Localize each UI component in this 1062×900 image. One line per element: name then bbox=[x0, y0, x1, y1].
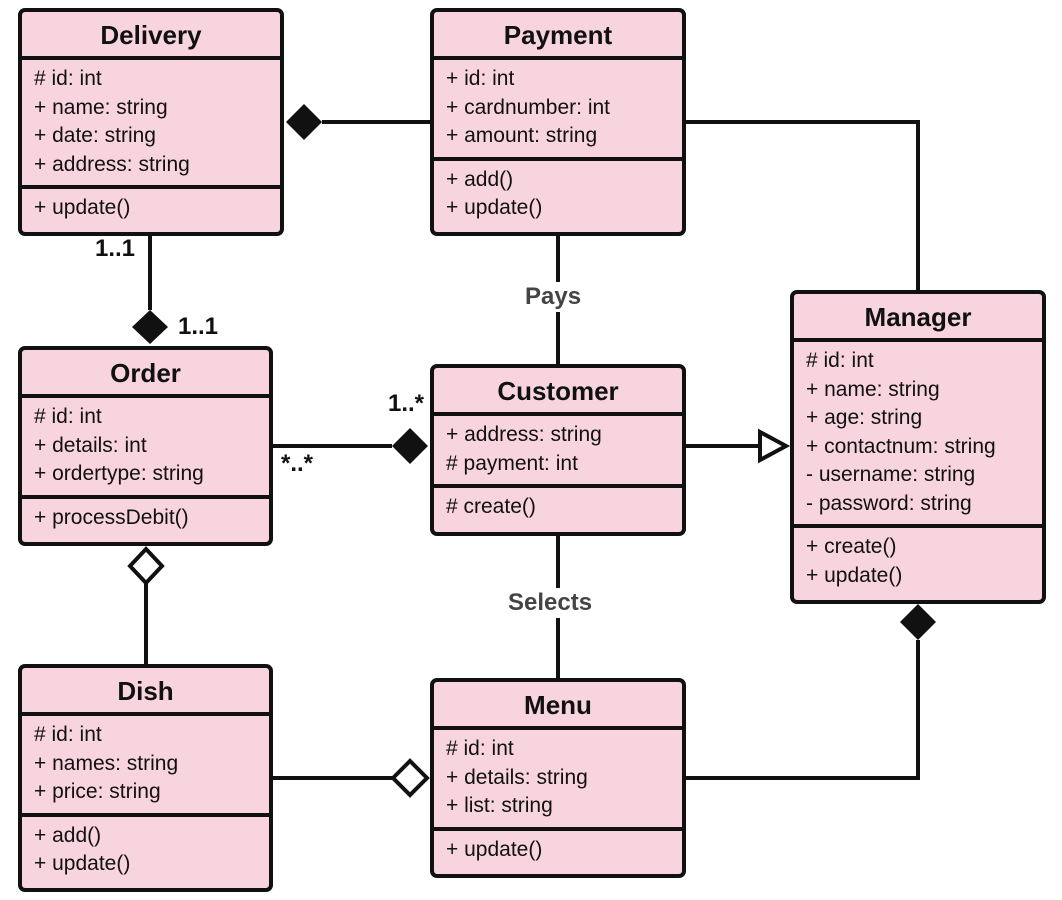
operation: + create() bbox=[806, 535, 897, 558]
composition-diamond-delivery bbox=[286, 104, 322, 140]
composition-diamond-order bbox=[132, 310, 168, 344]
class-name: Payment bbox=[434, 12, 682, 60]
class-name: Menu bbox=[434, 682, 682, 730]
operation: + update() bbox=[806, 563, 903, 587]
composition-diamond-manager bbox=[900, 604, 936, 640]
operation: + add() bbox=[446, 167, 514, 191]
attribute: + cardnumber: int bbox=[446, 95, 611, 119]
operation: + update() bbox=[34, 852, 131, 875]
class-menu[interactable]: Menu # id: int + details: string + list:… bbox=[430, 678, 686, 878]
attribute: + price: string bbox=[34, 780, 161, 803]
attribute: + date: string bbox=[34, 124, 156, 147]
operation: + update() bbox=[446, 196, 543, 219]
class-payment[interactable]: Payment + id: int + cardnumber: int + am… bbox=[430, 8, 686, 236]
attribute: # id: int bbox=[34, 723, 102, 746]
attribute: + amount: string bbox=[446, 124, 598, 147]
operations-compartment: + update() bbox=[22, 189, 280, 229]
class-order[interactable]: Order # id: int + details: int + orderty… bbox=[18, 346, 273, 546]
attributes-compartment: # id: int + name: string + age: string +… bbox=[794, 342, 1042, 528]
operations-compartment: + create() + update() bbox=[794, 528, 1042, 596]
operations-compartment: + add() + update() bbox=[22, 817, 269, 885]
attribute: - username: string bbox=[806, 463, 976, 486]
association-label-pays: Pays bbox=[525, 283, 582, 310]
attribute: # id: int bbox=[34, 405, 102, 428]
attribute: + details: string bbox=[446, 765, 588, 789]
multiplicity-customer: 1..* bbox=[388, 390, 425, 417]
association-label-selects: Selects bbox=[508, 589, 593, 616]
attribute: + details: int bbox=[34, 433, 147, 457]
class-delivery[interactable]: Delivery # id: int + name: string + date… bbox=[18, 8, 284, 236]
attribute: # id: int bbox=[806, 349, 874, 372]
class-name: Customer bbox=[434, 368, 682, 416]
attributes-compartment: # id: int + name: string + date: string … bbox=[22, 60, 280, 189]
operation: + processDebit() bbox=[34, 505, 189, 529]
attribute: + list: string bbox=[446, 794, 553, 817]
operation: # create() bbox=[446, 495, 536, 518]
attributes-compartment: # id: int + details: int + ordertype: st… bbox=[22, 398, 269, 499]
attribute: # id: int bbox=[34, 67, 102, 90]
operations-compartment: + update() bbox=[434, 831, 682, 871]
operation: + add() bbox=[34, 823, 102, 847]
menu-manager-line bbox=[686, 640, 920, 780]
class-customer[interactable]: Customer + address: string # payment: in… bbox=[430, 364, 686, 536]
aggregation-diamond-order bbox=[127, 546, 165, 586]
attribute: + name: string bbox=[806, 377, 940, 401]
generalization-arrowhead bbox=[758, 428, 791, 464]
attribute: - password: string bbox=[806, 491, 972, 515]
attribute: + address: string bbox=[446, 423, 602, 446]
aggregation-diamond-menu bbox=[390, 758, 430, 798]
multiplicity-delivery-order-source: 1..1 bbox=[95, 235, 136, 262]
attribute: + ordertype: string bbox=[34, 462, 204, 485]
class-name: Order bbox=[22, 350, 269, 398]
class-manager[interactable]: Manager # id: int + name: string + age: … bbox=[790, 290, 1046, 604]
operations-compartment: # create() bbox=[434, 488, 682, 528]
payment-manager-line bbox=[686, 120, 920, 292]
attribute: + name: string bbox=[34, 95, 168, 119]
attribute: # id: int bbox=[446, 737, 514, 760]
class-name: Manager bbox=[794, 294, 1042, 342]
operations-compartment: + add() + update() bbox=[434, 161, 682, 229]
composition-diamond-customer bbox=[392, 428, 428, 464]
operations-compartment: + processDebit() bbox=[22, 499, 269, 539]
attribute: # payment: int bbox=[446, 451, 578, 475]
operation: + update() bbox=[446, 837, 543, 861]
attribute: + age: string bbox=[806, 406, 923, 429]
attributes-compartment: + id: int + cardnumber: int + amount: st… bbox=[434, 60, 682, 161]
attribute: + names: string bbox=[34, 751, 179, 775]
class-name: Dish bbox=[22, 668, 269, 716]
class-name: Delivery bbox=[22, 12, 280, 60]
attribute: + id: int bbox=[446, 67, 515, 90]
attribute: + contactnum: string bbox=[806, 434, 996, 458]
attributes-compartment: # id: int + details: string + list: stri… bbox=[434, 730, 682, 831]
attributes-compartment: # id: int + names: string + price: strin… bbox=[22, 716, 269, 817]
attribute: + address: string bbox=[34, 152, 190, 176]
multiplicity-order: *..* bbox=[281, 450, 314, 477]
class-dish[interactable]: Dish # id: int + names: string + price: … bbox=[18, 664, 273, 892]
multiplicity-delivery-order-target: 1..1 bbox=[178, 313, 219, 340]
operation: + update() bbox=[34, 196, 131, 219]
attributes-compartment: + address: string # payment: int bbox=[434, 416, 682, 488]
